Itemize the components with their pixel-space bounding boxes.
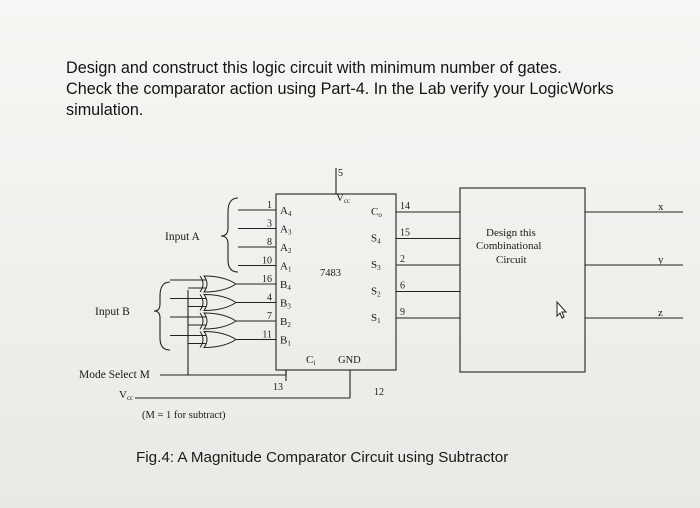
combinational-circuit-box — [459, 187, 586, 373]
left-pin-name: A1 — [280, 261, 292, 274]
instruction-line: Design and construct this logic circuit … — [66, 59, 562, 77]
left-pin-number: 7 — [267, 311, 272, 322]
left-pin-number: 3 — [267, 219, 272, 230]
right-pin-lines — [396, 211, 460, 319]
left-pin-lines — [238, 209, 276, 341]
left-pin-name: A2 — [280, 242, 292, 255]
mode-select-label: Mode Select M — [79, 369, 150, 381]
right-pin-name: S1 — [371, 312, 381, 325]
output-label-x: x — [658, 201, 664, 213]
comb-box-line1: Design this — [486, 227, 536, 239]
gnd-label: GND — [338, 355, 361, 366]
instruction-line: simulation. — [66, 101, 144, 119]
left-pin-number: 1 — [267, 200, 272, 211]
input-a-brace — [220, 197, 239, 273]
vcc-source-label: Vcc — [119, 389, 133, 402]
comb-box-line2: Combinational — [476, 240, 541, 252]
left-pin-name: A4 — [280, 205, 292, 218]
instruction-line: Check the comparator action using Part-4… — [66, 80, 614, 98]
xor-gate-group — [170, 275, 238, 349]
right-pin-number: 9 — [400, 307, 405, 318]
left-pin-number: 4 — [267, 293, 272, 304]
output-label-z: z — [658, 307, 663, 319]
xor-gate-icon — [170, 330, 238, 349]
left-pin-number: 16 — [262, 274, 272, 285]
right-pin-name: Co — [371, 206, 382, 219]
right-pin-number: 15 — [400, 228, 410, 239]
instruction-paragraph: Design and construct this logic circuit … — [66, 58, 666, 121]
right-pin-number: 14 — [400, 201, 410, 212]
left-pin-number: 10 — [262, 256, 272, 267]
right-pin-labels: 14 Co 15 S4 2 S3 6 S2 9 S1 — [371, 201, 410, 325]
left-pin-name: B3 — [280, 298, 291, 311]
right-pin-name: S3 — [371, 259, 381, 272]
input-b-brace — [153, 281, 171, 351]
chip-vcc-label: Vcc — [336, 192, 350, 205]
cin-pin-number: 13 — [273, 382, 283, 393]
input-a-label: Input A — [165, 231, 201, 243]
left-pin-name: B1 — [280, 335, 291, 348]
left-pin-labels: 1 A4 3 A3 8 A2 10 A1 16 B4 4 B3 7 B2 11 B1 — [262, 200, 292, 348]
left-pin-number: 8 — [267, 237, 272, 248]
mode-note: (M = 1 for subtract) — [142, 410, 226, 421]
left-pin-name: B2 — [280, 316, 291, 329]
right-pin-number: 2 — [400, 254, 405, 265]
input-b-label: Input B — [95, 306, 130, 318]
right-pin-name: S4 — [371, 233, 381, 246]
cursor-arrow-icon — [556, 300, 568, 319]
xor-gate-icon — [170, 312, 238, 330]
xor-gate-icon — [170, 293, 238, 312]
cin-label: Ci — [306, 354, 315, 367]
output-label-y: y — [658, 254, 664, 266]
vcc-pin-number: 5 — [338, 168, 343, 179]
ic-7483-body — [275, 193, 397, 371]
left-pin-number: 11 — [262, 330, 272, 341]
left-pin-name: A3 — [280, 224, 292, 237]
gnd-pin-number: 12 — [374, 387, 384, 398]
chip-name-label: 7483 — [320, 268, 341, 279]
left-pin-name: B4 — [280, 279, 291, 292]
figure-caption: Fig.4: A Magnitude Comparator Circuit us… — [136, 449, 509, 466]
right-pin-name: S2 — [371, 286, 381, 299]
comb-box-line3: Circuit — [496, 254, 527, 266]
right-pin-number: 6 — [400, 281, 405, 292]
xor-gate-icon — [170, 275, 238, 293]
